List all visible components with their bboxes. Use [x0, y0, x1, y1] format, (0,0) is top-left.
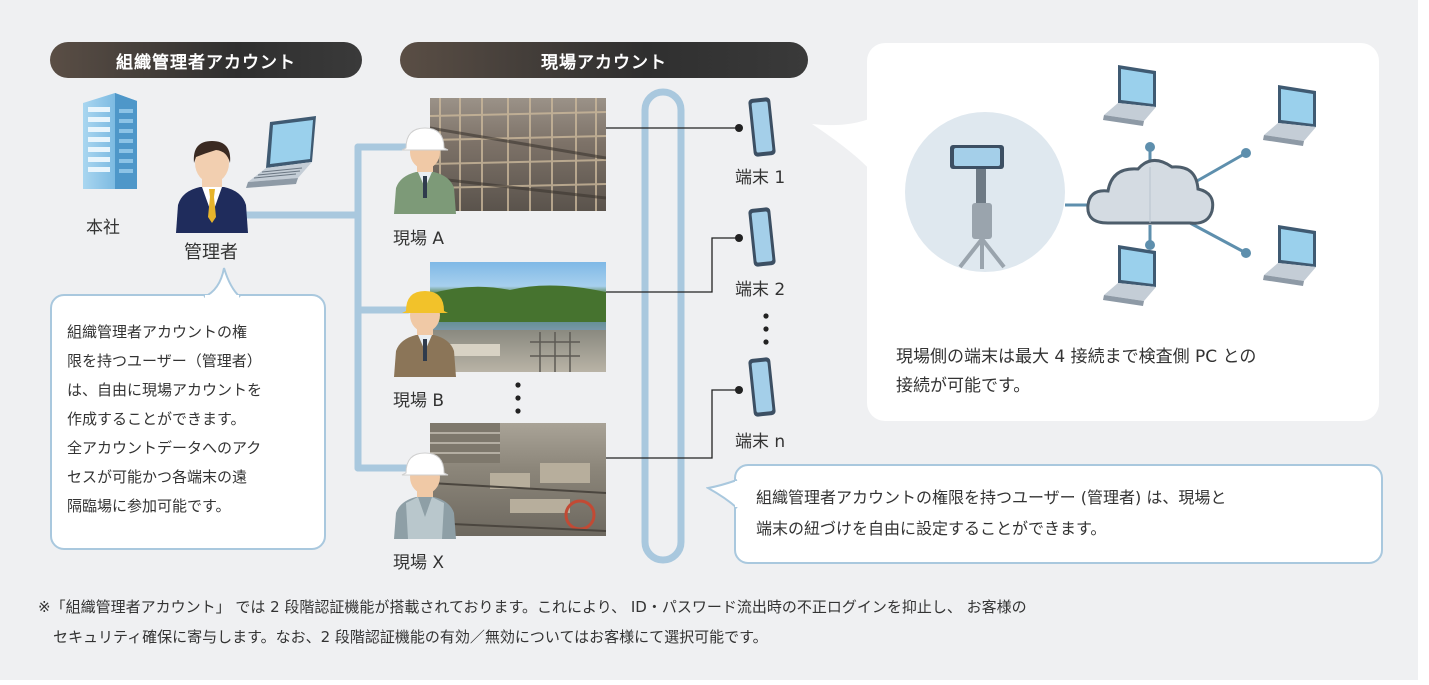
admin-info-line: 全アカウントデータへのアク: [67, 439, 262, 457]
site-b-label: 現場 B: [393, 391, 445, 411]
building-icon: [83, 93, 137, 189]
admin-info-line: 作成することができます。: [67, 410, 246, 428]
site-b-photo: [430, 262, 606, 372]
admin-info-bubble: 組織管理者アカウントの権 限を持つユーザー（管理者） は、自由に現場アカウントを…: [50, 294, 326, 550]
smartphone-icon: [748, 357, 776, 417]
connection-panel-text: 現場側の端末は最大 4 接続まで検査側 PC との 接続が可能です。: [896, 343, 1256, 401]
link-info-bubble: 組織管理者アカウントの権限を持つユーザー (管理者) は、現場と 端末の紐づけを…: [734, 464, 1383, 564]
terminal-1-label: 端末 1: [735, 168, 786, 188]
link-info-line: 端末の紐づけを自由に設定することができます。: [756, 519, 1107, 538]
admin-info-line: セスが可能かつ各端末の遠: [67, 468, 248, 486]
link-info-line: 組織管理者アカウントの権限を持つユーザー (管理者) は、現場と: [756, 488, 1227, 507]
admin-info-line: 限を持つユーザー（管理者）: [67, 352, 262, 370]
site-a-photo: [430, 98, 606, 211]
org-admin-header: 組織管理者アカウント: [50, 42, 362, 78]
admin-info-line: は、自由に現場アカウントを: [67, 381, 263, 399]
site-x-label: 現場 X: [393, 553, 445, 573]
panel-tail: [812, 118, 872, 172]
admin-label: 管理者: [184, 242, 238, 263]
admin-person-icon: [176, 141, 248, 233]
head-office-label: 本社: [86, 218, 120, 238]
worker-helmet-icon: [394, 127, 456, 214]
site-x-photo: [430, 423, 606, 536]
connection-illustration: [905, 65, 1316, 306]
admin-info-line: 隔臨場に参加可能です。: [67, 497, 231, 515]
admin-info-text: 組織管理者アカウントの権 限を持つユーザー（管理者） は、自由に現場アカウントを…: [67, 318, 262, 521]
terminal-n-label: 端末 n: [735, 432, 786, 452]
footnote-line: ※「組織管理者アカウント」 では 2 段階認証機能が搭載されております。これによ…: [38, 598, 1027, 616]
worker-helmet-icon: [394, 291, 456, 377]
admin-bubble-tail: [203, 267, 241, 298]
terminal-2-label: 端末 2: [735, 280, 786, 300]
link-info-text: 組織管理者アカウントの権限を持つユーザー (管理者) は、現場と 端末の紐づけを…: [756, 482, 1226, 544]
footnote-line: セキュリティ確保に寄与します。なお、2 段階認証機能の有効／無効についてはお客様…: [38, 628, 768, 646]
site-a-label: 現場 A: [393, 229, 445, 249]
smartphone-icon: [748, 97, 776, 157]
worker-helmet-icon: [394, 452, 456, 539]
laptop-icon: [246, 116, 316, 188]
smartphone-icon: [748, 207, 776, 267]
footnote: ※「組織管理者アカウント」 では 2 段階認証機能が搭載されております。これによ…: [38, 592, 1027, 652]
connection-panel-line: 現場側の端末は最大 4 接続まで検査側 PC との: [896, 347, 1257, 367]
admin-info-line: 組織管理者アカウントの権: [67, 323, 248, 341]
site-account-header: 現場アカウント: [400, 42, 808, 78]
connection-panel-line: 接続が可能です。: [896, 376, 1031, 396]
link-bubble-tail: [706, 479, 738, 509]
cloud-icon: [1086, 159, 1215, 225]
gimbal-icon: [950, 145, 1006, 269]
